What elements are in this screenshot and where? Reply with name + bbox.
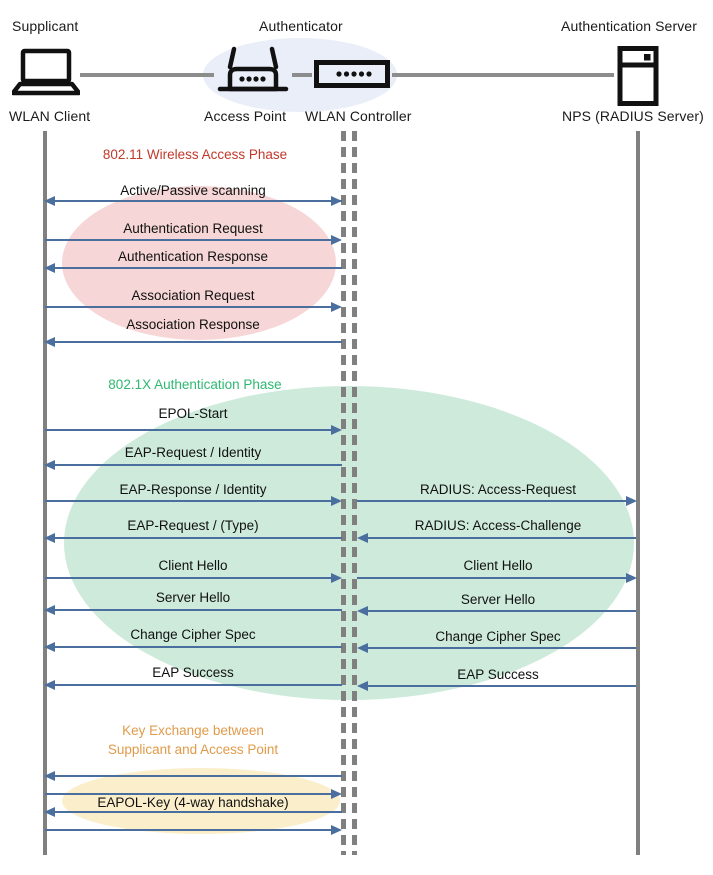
arrow-line <box>45 429 333 431</box>
link-ap-to-controller <box>292 73 312 77</box>
message-label-association-request: Association Request <box>131 288 255 303</box>
arrow-head-right <box>331 425 342 435</box>
message-label-eap-success-left: EAP Success <box>152 665 234 680</box>
arrow-line <box>45 577 333 579</box>
actor-caption-wlan-controller: WLAN Controller <box>305 108 412 124</box>
laptop-icon <box>10 48 82 101</box>
message-label-radius-access-request: RADIUS: Access-Request <box>419 482 577 497</box>
arrow-line <box>55 646 342 648</box>
arrow-line <box>55 341 342 343</box>
arrow-line <box>368 647 636 649</box>
arrow-head-right <box>331 196 342 206</box>
message-label-eapol-key-4way-handshake: EAPOL-Key (4-way handshake) <box>97 795 289 810</box>
arrow-line <box>55 684 342 686</box>
arrow-head-left <box>44 807 55 817</box>
server-icon <box>617 46 659 111</box>
arrow-line <box>55 811 342 813</box>
arrow-line <box>357 500 627 502</box>
arrow-line <box>368 537 636 539</box>
arrow-head-left <box>357 533 368 543</box>
phase-label-8021x: 802.1X Authentication Phase <box>108 377 282 392</box>
wlan-controller-icon <box>314 60 390 93</box>
lifeline-auth-server <box>636 131 640 855</box>
arrow-head-left <box>44 642 55 652</box>
arrow-line <box>357 577 627 579</box>
phase-label-80211: 802.11 Wireless Access Phase <box>102 147 288 162</box>
link-controller-to-server <box>392 73 614 77</box>
message-label-eap-request-identity: EAP-Request / Identity <box>124 445 262 460</box>
phase-ellipse-80211 <box>62 186 336 340</box>
message-label-active-passive-scanning: Active/Passive scanning <box>120 183 266 198</box>
link-client-to-ap <box>80 73 214 77</box>
arrow-head-left <box>44 605 55 615</box>
arrow-head-right <box>331 496 342 506</box>
actor-caption-wlan-client: WLAN Client <box>9 108 91 124</box>
actor-caption-nps: NPS (RADIUS Server) <box>562 108 704 124</box>
phase-label-key-exchange-line2: Supplicant and Access Point <box>107 742 279 757</box>
actor-role-authentication-server: Authentication Server <box>561 18 697 34</box>
arrow-head-left <box>44 263 55 273</box>
arrow-line <box>45 829 333 831</box>
arrow-head-left <box>44 337 55 347</box>
message-label-epol-start: EPOL-Start <box>158 406 228 421</box>
arrow-head-left <box>44 460 55 470</box>
actor-caption-access-point: Access Point <box>204 108 287 124</box>
arrow-line <box>55 464 342 466</box>
arrow-line <box>368 610 636 612</box>
arrow-head-right <box>331 235 342 245</box>
message-label-association-response: Association Response <box>126 317 260 332</box>
message-label-change-cipher-spec-right: Change Cipher Spec <box>435 629 561 644</box>
actor-role-supplicant: Supplicant <box>12 18 79 34</box>
arrow-head-right <box>331 825 342 835</box>
arrow-line <box>368 685 636 687</box>
arrow-line <box>45 500 333 502</box>
arrow-line <box>55 609 342 611</box>
phase-ellipse-8021x <box>64 386 634 700</box>
arrow-head-left <box>357 643 368 653</box>
lifeline-authenticator-left <box>341 131 346 855</box>
lifeline-authenticator-right <box>352 131 357 855</box>
message-label-radius-access-challenge: RADIUS: Access-Challenge <box>414 518 582 533</box>
arrow-head-left <box>44 533 55 543</box>
arrow-head-right <box>626 496 637 506</box>
lifeline-supplicant <box>43 131 47 855</box>
arrow-head-right <box>331 302 342 312</box>
arrow-line <box>55 200 342 202</box>
arrow-line <box>45 793 333 795</box>
arrow-head-right <box>331 789 342 799</box>
message-label-server-hello-right: Server Hello <box>460 592 536 607</box>
arrow-head-right <box>331 573 342 583</box>
arrow-line <box>55 267 342 269</box>
message-label-eap-success-right: EAP Success <box>457 667 539 682</box>
message-label-authentication-response: Authentication Response <box>117 249 269 264</box>
message-label-client-hello-right: Client Hello <box>463 558 533 573</box>
message-label-server-hello-left: Server Hello <box>155 590 231 605</box>
phase-ellipse-key-exchange <box>62 768 340 834</box>
access-point-icon <box>214 45 292 102</box>
arrow-head-left <box>44 196 55 206</box>
message-label-authentication-request: Authentication Request <box>123 221 263 236</box>
message-label-eap-response-identity: EAP-Response / Identity <box>119 482 267 497</box>
arrow-line <box>45 306 333 308</box>
message-label-eap-request-type: EAP-Request / (Type) <box>127 518 259 533</box>
message-label-client-hello-left: Client Hello <box>158 558 228 573</box>
arrow-line <box>55 775 342 777</box>
arrow-head-left <box>357 681 368 691</box>
arrow-line <box>55 537 342 539</box>
arrow-line <box>45 239 333 241</box>
arrow-head-left <box>357 606 368 616</box>
actor-role-authenticator: Authenticator <box>259 18 343 34</box>
phase-label-key-exchange-line1: Key Exchange between <box>122 723 264 738</box>
arrow-head-left <box>44 680 55 690</box>
arrow-head-left <box>44 771 55 781</box>
message-label-change-cipher-spec-left: Change Cipher Spec <box>130 627 256 642</box>
arrow-head-right <box>626 573 637 583</box>
